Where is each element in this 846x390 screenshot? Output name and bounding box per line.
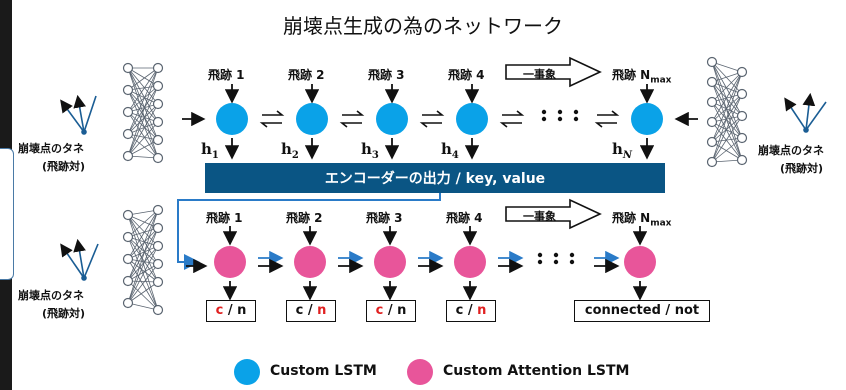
left-bottom-seed-sub: (飛跡対) <box>42 307 86 320</box>
event-arrow-bottom <box>505 198 602 230</box>
encoder-dots <box>541 109 579 122</box>
decoder-output-1: c / n <box>206 300 256 322</box>
decoder-dots <box>537 252 575 265</box>
decoder-cell-4 <box>454 246 486 278</box>
right-seed-sub: (飛跡対) <box>780 162 824 175</box>
encoder-cell-4 <box>456 103 488 135</box>
decoder-track-n: 飛跡 Nmax <box>612 211 672 229</box>
decoder-track-4: 飛跡 4 <box>446 211 483 225</box>
left-bottom-vertex-icon <box>60 238 99 281</box>
decoder-track-2: 飛跡 2 <box>286 211 323 225</box>
legend-attn-swatch <box>407 359 433 385</box>
decoder-track-3: 飛跡 3 <box>366 211 403 225</box>
encoder-cell-n <box>631 103 663 135</box>
right-seed-label: 崩壊点のタネ <box>758 144 824 157</box>
encoder-h-arrows <box>224 138 655 160</box>
diagram-title: 崩壊点生成の為のネットワーク <box>283 14 563 38</box>
decoder-input-arrows <box>222 226 648 246</box>
encoder-lstm-cells <box>216 103 663 135</box>
left-bottom-neural-net <box>122 204 164 316</box>
left-top-neural-net <box>122 62 164 164</box>
decoder-output-4: c / n <box>446 300 496 322</box>
encoder-cell-1 <box>216 103 248 135</box>
legend-lstm-swatch <box>234 359 260 385</box>
encoder-track-1: 飛跡 1 <box>208 68 245 82</box>
left-top-seed-label: 崩壊点のタネ <box>18 142 84 155</box>
legend-attn-label: Custom Attention LSTM <box>443 363 630 379</box>
right-vertex-icon <box>784 92 827 133</box>
encoder-bidir-arrows <box>259 110 620 128</box>
encoder-track-n: 飛跡 Nmax <box>612 68 672 86</box>
h-label-4: h4 <box>441 140 459 161</box>
decoder-output-arrows <box>222 281 648 301</box>
encoder-cell-3 <box>376 103 408 135</box>
encoder-input-arrows <box>224 84 655 104</box>
decoder-output-3: c / n <box>366 300 416 322</box>
left-top-vertex-icon <box>60 94 97 135</box>
left-top-seed-sub: (飛跡対) <box>42 160 86 173</box>
decoder-cell-2 <box>294 246 326 278</box>
encoder-output-bar: エンコーダーの出力 / key, value <box>205 163 665 193</box>
h-label-1: h1 <box>201 140 219 161</box>
event-label-bottom: 一事象 <box>523 210 556 223</box>
decoder-forward-arrows <box>186 250 620 274</box>
h-label-n: hN <box>612 140 633 161</box>
decoder-output-n: connected / not <box>574 300 710 322</box>
event-arrow-top <box>505 56 602 88</box>
encoder-track-3: 飛跡 3 <box>368 68 405 82</box>
encoder-track-4: 飛跡 4 <box>448 68 485 82</box>
decoder-output-2: c / n <box>286 300 336 322</box>
legend-lstm-label: Custom LSTM <box>270 363 377 379</box>
decoder-lstm-cells <box>214 246 656 278</box>
decoder-cell-1 <box>214 246 246 278</box>
event-label-top: 一事象 <box>523 68 556 81</box>
decoder-track-1: 飛跡 1 <box>206 211 243 225</box>
h-label-3: h3 <box>361 140 379 161</box>
decoder-cell-3 <box>374 246 406 278</box>
left-bottom-seed-label: 崩壊点のタネ <box>18 289 84 302</box>
encoder-cell-2 <box>296 103 328 135</box>
encoder-track-2: 飛跡 2 <box>288 68 325 82</box>
encoder-to-decoder-line <box>177 193 441 270</box>
left-edge-box <box>0 148 14 280</box>
decoder-cell-n <box>624 246 656 278</box>
right-neural-net <box>706 56 748 168</box>
h-label-2: h2 <box>281 140 299 161</box>
